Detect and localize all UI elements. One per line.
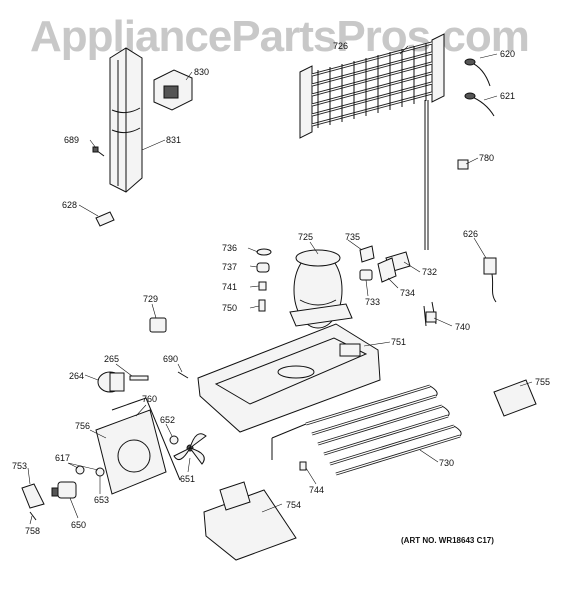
- watermark-text: AppliancePartsPros.com: [30, 12, 530, 61]
- part-621-clip[interactable]: [464, 92, 495, 117]
- part-726-coil[interactable]: [299, 33, 445, 250]
- callout-744: 744: [309, 485, 324, 495]
- part-831-duct[interactable]: [109, 47, 143, 193]
- part-737-grommet[interactable]: [256, 262, 270, 273]
- part-653-washer[interactable]: [95, 467, 105, 477]
- callout-741: 741: [222, 282, 237, 292]
- part-690-screw[interactable]: [177, 371, 189, 379]
- part-620-clip[interactable]: [464, 58, 491, 87]
- part-264-fan-motor[interactable]: [97, 371, 125, 393]
- callout-690: 690: [163, 354, 178, 364]
- callout-758: 758: [25, 526, 40, 536]
- callout-652: 652: [160, 415, 175, 425]
- callout-628: 628: [62, 200, 77, 210]
- callout-726: 726: [333, 41, 348, 51]
- part-736-grommet[interactable]: [256, 248, 272, 256]
- callout-831: 831: [166, 135, 181, 145]
- part-265-shaft[interactable]: [129, 375, 149, 381]
- callout-729: 729: [143, 294, 158, 304]
- callout-760: 760: [142, 394, 157, 404]
- part-652-nut[interactable]: [169, 435, 179, 445]
- part-830-housing[interactable]: [153, 69, 193, 111]
- callout-725: 725: [298, 232, 313, 242]
- part-729-capacitor[interactable]: [149, 317, 167, 333]
- callout-733: 733: [365, 297, 380, 307]
- callout-621: 621: [500, 91, 515, 101]
- part-754-cover[interactable]: [203, 481, 297, 561]
- callout-830: 830: [194, 67, 209, 77]
- part-735-overload[interactable]: [359, 245, 375, 263]
- part-689-screw[interactable]: [92, 146, 105, 157]
- part-753-bracket[interactable]: [21, 483, 45, 509]
- callout-265: 265: [104, 354, 119, 364]
- callout-labels: 620 621 726 780 830 831 689 628 736 737 …: [12, 41, 550, 536]
- callout-737: 737: [222, 262, 237, 272]
- part-751-base-pan[interactable]: [197, 323, 381, 433]
- callout-617: 617: [55, 453, 70, 463]
- part-780-clip[interactable]: [457, 159, 469, 170]
- part-755-bracket[interactable]: [493, 379, 537, 417]
- callout-689: 689: [64, 135, 79, 145]
- callout-756: 756: [75, 421, 90, 431]
- part-740-defrost-heater[interactable]: [423, 301, 437, 327]
- callout-653: 653: [94, 495, 109, 505]
- part-628-bracket[interactable]: [95, 211, 115, 227]
- part-758-screw[interactable]: [29, 511, 37, 521]
- part-750-bolt[interactable]: [258, 299, 266, 312]
- callout-651: 651: [180, 474, 195, 484]
- callout-626: 626: [463, 229, 478, 239]
- callout-736: 736: [222, 243, 237, 253]
- callout-740: 740: [455, 322, 470, 332]
- callout-780: 780: [479, 153, 494, 163]
- callout-620: 620: [500, 49, 515, 59]
- callout-750: 750: [222, 303, 237, 313]
- callout-753: 753: [12, 461, 27, 471]
- part-730-condenser-coil[interactable]: [271, 384, 462, 476]
- part-650-motor[interactable]: [51, 481, 77, 499]
- part-626-cord[interactable]: [483, 257, 497, 303]
- part-734-cover[interactable]: [377, 257, 397, 283]
- callout-755: 755: [535, 377, 550, 387]
- art-number: (ART NO. WR18643 C17): [401, 536, 494, 545]
- part-741-sleeve[interactable]: [258, 281, 267, 291]
- callout-734: 734: [400, 288, 415, 298]
- part-744-clip[interactable]: [299, 461, 307, 471]
- part-760-gasket[interactable]: [111, 397, 181, 481]
- part-756-shroud[interactable]: [95, 409, 167, 495]
- leader-lines: [27, 45, 533, 525]
- part-617-nut[interactable]: [75, 465, 85, 475]
- part-733-cover[interactable]: [359, 269, 373, 281]
- part-651-fan-blade[interactable]: [173, 433, 207, 465]
- part-725-compressor[interactable]: [289, 249, 353, 329]
- callout-754: 754: [286, 500, 301, 510]
- callout-730: 730: [439, 458, 454, 468]
- callout-650: 650: [71, 520, 86, 530]
- callout-264: 264: [69, 371, 84, 381]
- callout-732: 732: [422, 267, 437, 277]
- callout-735: 735: [345, 232, 360, 242]
- callout-751: 751: [391, 337, 406, 347]
